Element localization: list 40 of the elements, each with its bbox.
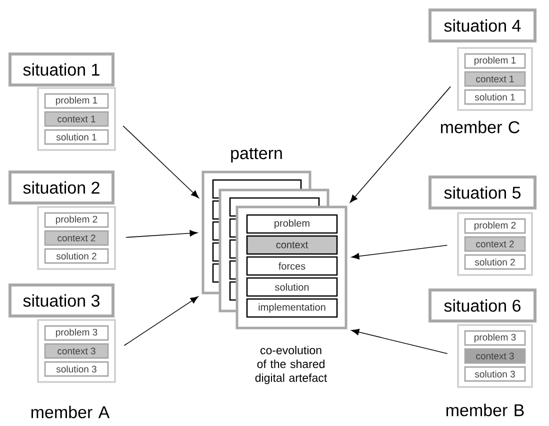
member-label: member C bbox=[441, 120, 520, 134]
field-box: context 3 bbox=[464, 348, 526, 364]
field-box: problem 3 bbox=[464, 330, 526, 346]
field-box: problem 1 bbox=[464, 53, 526, 69]
field-box: forces bbox=[246, 256, 338, 276]
field-box: context 2 bbox=[464, 236, 526, 252]
field-box: problem 2 bbox=[44, 212, 109, 228]
title-box: situation 2 bbox=[8, 170, 114, 204]
arrow bbox=[124, 296, 198, 346]
field-box: solution 1 bbox=[44, 129, 109, 145]
field-box: problem 2 bbox=[464, 218, 526, 234]
field-box: context 3 bbox=[44, 343, 109, 359]
field-box: context bbox=[246, 235, 338, 255]
title-box: situation 6 bbox=[428, 288, 536, 322]
node-label: pattern bbox=[231, 148, 282, 163]
field-box: solution 3 bbox=[44, 361, 109, 377]
caption: co-evolution of the shared digital artefact bbox=[255, 346, 328, 384]
arrow bbox=[351, 328, 448, 354]
arrow bbox=[125, 230, 198, 238]
member-label: member A bbox=[31, 406, 110, 418]
field-box: context 2 bbox=[44, 230, 109, 246]
field-box: problem bbox=[246, 214, 338, 234]
arrow bbox=[350, 86, 451, 203]
field-box: solution 3 bbox=[464, 366, 526, 382]
field-box: solution bbox=[246, 277, 338, 297]
title-box: situation 4 bbox=[428, 8, 536, 42]
title-box: situation 3 bbox=[8, 284, 114, 318]
field-box: implementation bbox=[246, 298, 338, 318]
member-label: member B bbox=[446, 404, 524, 416]
title-box: situation 1 bbox=[8, 52, 114, 86]
arrow bbox=[351, 244, 448, 260]
field-box: problem 1 bbox=[44, 93, 109, 109]
field-box: solution 2 bbox=[464, 254, 526, 270]
field-box: context 1 bbox=[44, 111, 109, 127]
field-box: context 1 bbox=[464, 71, 526, 87]
field-box: problem 3 bbox=[44, 325, 109, 341]
arrow bbox=[122, 126, 199, 198]
title-box: situation 5 bbox=[428, 176, 536, 210]
field-box: solution 2 bbox=[44, 248, 109, 264]
field-box: solution 1 bbox=[464, 89, 526, 105]
